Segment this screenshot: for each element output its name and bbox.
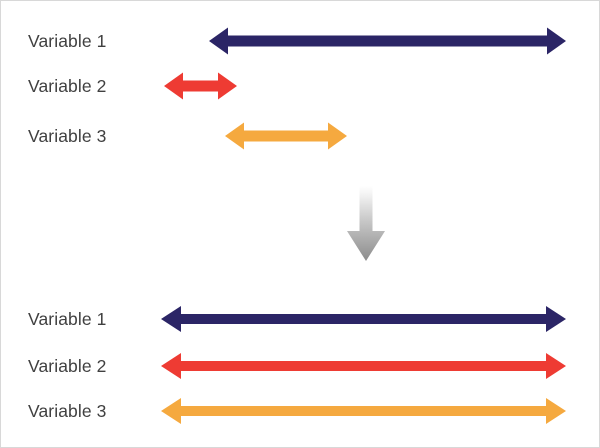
down-arrow-gradient-icon (347, 186, 385, 261)
bottom-row-2-label: Variable 2 (28, 356, 107, 376)
top-row-2-label: Variable 2 (28, 76, 107, 96)
top-row-1-label: Variable 1 (28, 31, 107, 51)
top-row-1-arrow (209, 21, 566, 61)
double-arrow-shape (161, 306, 566, 332)
bottom-row-3-label: Variable 3 (28, 401, 107, 421)
bottom-row-2-arrow (161, 346, 566, 386)
top-row-3-arrow (225, 116, 347, 156)
top-row-3-label: Variable 3 (28, 126, 107, 146)
bottom-row-1-arrow (161, 299, 566, 339)
top-group: Variable 1 Variable 2 Variable 3 (1, 1, 599, 176)
double-arrow-shape (209, 27, 566, 55)
double-arrow-shape (225, 122, 347, 150)
double-arrow-shape (164, 72, 237, 100)
top-row-variable-1: Variable 1 (1, 21, 599, 61)
bottom-row-1-label: Variable 1 (28, 309, 107, 329)
bottom-row-3-arrow (161, 391, 566, 431)
bottom-row-variable-3: Variable 3 (1, 391, 599, 431)
double-arrow-shape (161, 398, 566, 424)
top-row-variable-2: Variable 2 (1, 66, 599, 106)
bottom-row-variable-2: Variable 2 (1, 346, 599, 386)
bottom-group: Variable 1 Variable 2 Variable 3 (1, 299, 599, 447)
bottom-row-variable-1: Variable 1 (1, 299, 599, 339)
top-row-2-arrow (164, 66, 237, 106)
double-arrow-shape (161, 353, 566, 379)
top-row-variable-3: Variable 3 (1, 116, 599, 156)
